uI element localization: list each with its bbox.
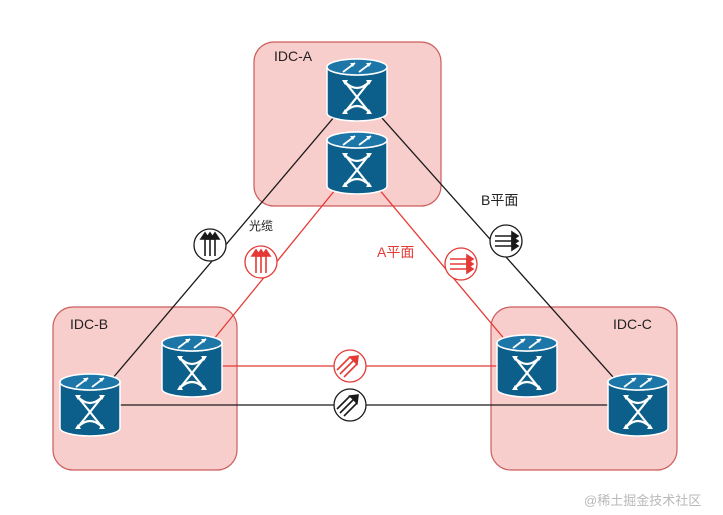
- fiber-marker-black-left: [193, 228, 227, 262]
- fiber-marker-black-bottom: [333, 388, 367, 422]
- idc-c-label: IDC-C: [613, 316, 652, 332]
- router-idc-b-a-plane: [160, 333, 224, 399]
- idc-a-label: IDC-A: [274, 48, 313, 64]
- router-idc-c-b-plane: [606, 372, 670, 438]
- link-a-plane-a-c: [356, 162, 528, 367]
- fiber-label: 光缆: [249, 219, 274, 233]
- router-idc-a-a-plane: [325, 130, 389, 196]
- fiber-marker-red-bottom: [333, 349, 367, 383]
- router-idc-a-b-plane: [325, 57, 389, 123]
- plane-a-label: A平面: [377, 244, 415, 260]
- router-idc-b-b-plane: [58, 372, 122, 438]
- router-idc-c-a-plane: [495, 333, 559, 399]
- idc-a-container: [253, 41, 442, 207]
- fiber-marker-red-left: [244, 245, 278, 279]
- plane-b-label: B平面: [481, 192, 519, 208]
- watermark: @稀土掘金技术社区: [584, 493, 702, 508]
- idc-b-label: IDC-B: [70, 316, 109, 332]
- fiber-marker-red-right: [444, 247, 478, 281]
- fiber-marker-black-right: [489, 224, 523, 258]
